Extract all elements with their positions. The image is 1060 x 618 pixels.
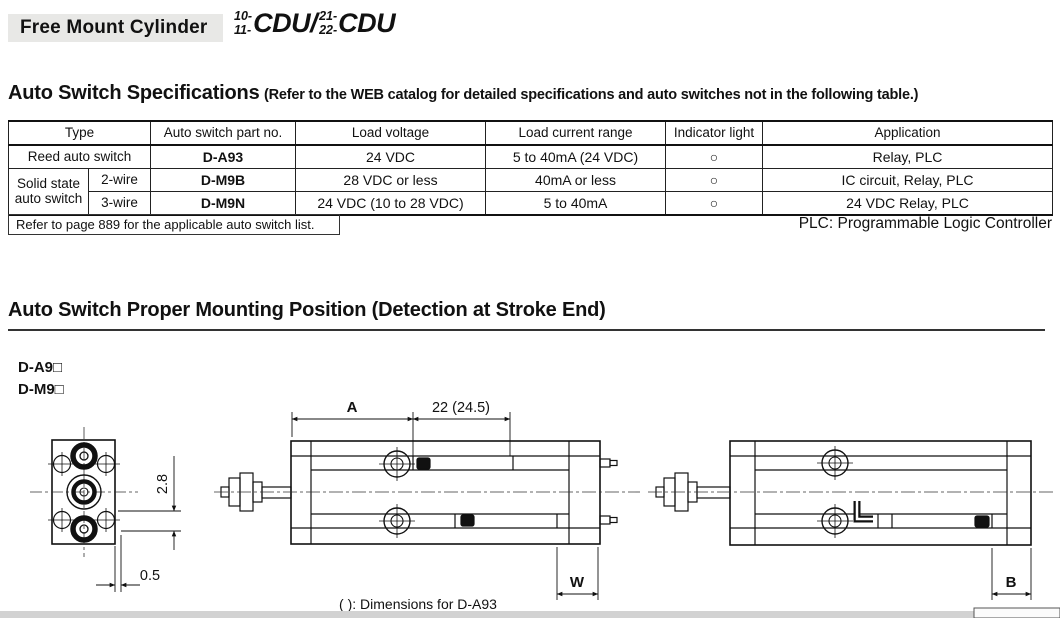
switch-model-labels: D-A9□ D-M9□ xyxy=(18,357,64,401)
col-header-indicator: Indicator light xyxy=(665,120,763,146)
port-top xyxy=(379,447,415,481)
cell-indicator: ○ xyxy=(665,144,763,169)
model-prefix-22: 22- xyxy=(319,22,338,37)
port-top xyxy=(817,446,853,480)
table-row: Solid state auto switch 2-wire D-M9B 28 … xyxy=(8,168,1053,216)
table-header-row: Type Auto switch part no. Load voltage L… xyxy=(8,120,1053,146)
switch-label-da9: D-A9□ xyxy=(18,359,63,376)
cell-indicator: ○ xyxy=(665,191,763,216)
note-prefix: (Refer to the xyxy=(263,87,351,103)
model-prefix-stack-2: 21- 22- xyxy=(319,9,338,37)
model-series-2: CDU xyxy=(338,8,396,38)
dim-0-5 xyxy=(96,535,140,592)
switch-bracket-l xyxy=(853,501,873,523)
auto-switch-spec-table: Type Auto switch part no. Load voltage L… xyxy=(8,120,1053,216)
dim-w xyxy=(556,547,599,600)
cell-type-solid-state: Solid state auto switch xyxy=(8,168,89,216)
auto-switch-bottom xyxy=(460,514,475,527)
product-title: Free Mount Cylinder xyxy=(20,17,208,38)
col-header-type: Type xyxy=(8,120,151,146)
cell-load-voltage: 24 VDC (10 to 28 VDC) xyxy=(295,191,486,216)
col-header-load-current: Load current range xyxy=(485,120,666,146)
model-prefix-21: 21- xyxy=(319,9,338,23)
dim-2-8 xyxy=(118,456,181,550)
product-title-badge: Free Mount Cylinder xyxy=(8,14,224,42)
mounting-bolt-bottom xyxy=(70,515,98,543)
end-view-drawing xyxy=(30,427,181,592)
dim-b xyxy=(991,548,1032,600)
port-bottom xyxy=(379,504,415,538)
table-row: 3-wire D-M9N 24 VDC (10 to 28 VDC) 5 to … xyxy=(9,191,1053,216)
model-prefix-stack-1: 10- 11- xyxy=(234,9,253,37)
side-view-drawing xyxy=(214,412,640,600)
cell-part-no: D-A93 xyxy=(150,144,296,169)
dim-label-22: 22 (24.5) xyxy=(432,400,490,416)
port-bottom xyxy=(817,504,853,538)
spec-heading-text: Auto Switch Specifications xyxy=(8,82,260,104)
col-header-application: Application xyxy=(762,120,1053,146)
page-footer-bar xyxy=(0,607,1060,618)
port-holes xyxy=(48,452,120,532)
col-header-load-voltage: Load voltage xyxy=(295,120,486,146)
footnote-text: Refer to page 889 for the applicable aut… xyxy=(16,217,315,232)
dim-label-b: B xyxy=(1006,574,1017,591)
cell-application: 24 VDC Relay, PLC xyxy=(762,191,1053,216)
mounting-section-heading: Auto Switch Proper Mounting Position (De… xyxy=(8,299,1045,331)
dim-label-a: A xyxy=(347,399,358,416)
piston-rod-boss xyxy=(66,474,102,510)
cell-load-current: 5 to 40mA (24 VDC) xyxy=(485,144,666,169)
spec-section-heading: Auto Switch Specifications (Refer to the… xyxy=(8,82,1057,105)
plc-note: PLC: Programmable Logic Controller xyxy=(798,215,1052,232)
note-web-catalog: WEB catalog xyxy=(350,87,438,103)
cell-part-no: D-M9N xyxy=(150,191,296,216)
col-header-part-no: Auto switch part no. xyxy=(150,120,296,146)
cell-wire-type: 2-wire xyxy=(88,168,151,192)
spec-heading-note: (Refer to the WEB catalog for detailed s… xyxy=(263,87,919,103)
cell-wire-type: 3-wire xyxy=(88,191,151,216)
dim-label-2-8: 2.8 xyxy=(155,474,171,494)
table-row: Reed auto switch D-A93 24 VDC 5 to 40mA … xyxy=(8,144,1053,169)
cell-load-voltage: 24 VDC xyxy=(295,144,486,169)
footnote-box: Refer to page 889 for the applicable aut… xyxy=(8,214,340,235)
mounting-bolt-top xyxy=(70,442,98,470)
dim-label-0-5: 0.5 xyxy=(140,568,160,584)
cell-application: IC circuit, Relay, PLC xyxy=(762,168,1053,192)
dim-a-and-22 xyxy=(291,412,511,456)
auto-switch-top xyxy=(416,457,431,470)
note-suffix: for detailed specifications and auto swi… xyxy=(437,87,919,103)
drawing-caption: ( ): Dimensions for D-A93 xyxy=(339,596,497,612)
auto-switch xyxy=(974,515,990,528)
model-prefix-10: 10- xyxy=(234,9,253,23)
dim-label-w: W xyxy=(570,574,585,591)
cell-application: Relay, PLC xyxy=(762,144,1053,169)
model-prefix-11: 11- xyxy=(234,22,252,37)
cell-part-no: D-M9B xyxy=(150,168,296,192)
cell-indicator: ○ xyxy=(665,168,763,192)
switch-label-dm9: D-M9□ xyxy=(18,380,64,398)
side-view-bracket-drawing xyxy=(648,440,1056,600)
model-number: 10- 11- CDU/ 21- 22- CDU xyxy=(232,8,396,39)
cell-load-current: 5 to 40mA xyxy=(485,191,666,216)
cell-load-current: 40mA or less xyxy=(485,168,666,192)
cell-load-voltage: 28 VDC or less xyxy=(295,168,486,192)
cell-type-reed: Reed auto switch xyxy=(8,144,151,169)
mounting-position-drawings: 2.8 0.5 xyxy=(0,399,1060,618)
model-series-1: CDU/ xyxy=(253,8,318,38)
